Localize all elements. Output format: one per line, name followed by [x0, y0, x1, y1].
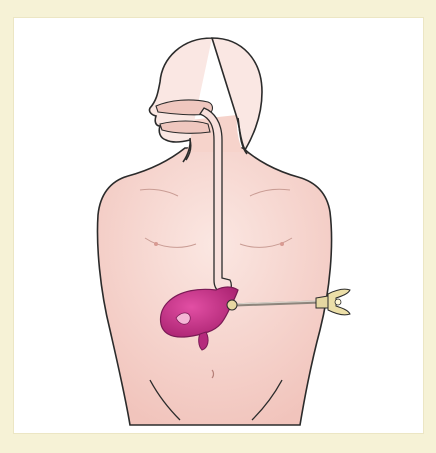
- nipple-left: [154, 242, 158, 246]
- oral-cavity: [160, 121, 210, 133]
- tube-insertion-site: [227, 300, 237, 310]
- nipple-right: [280, 242, 284, 246]
